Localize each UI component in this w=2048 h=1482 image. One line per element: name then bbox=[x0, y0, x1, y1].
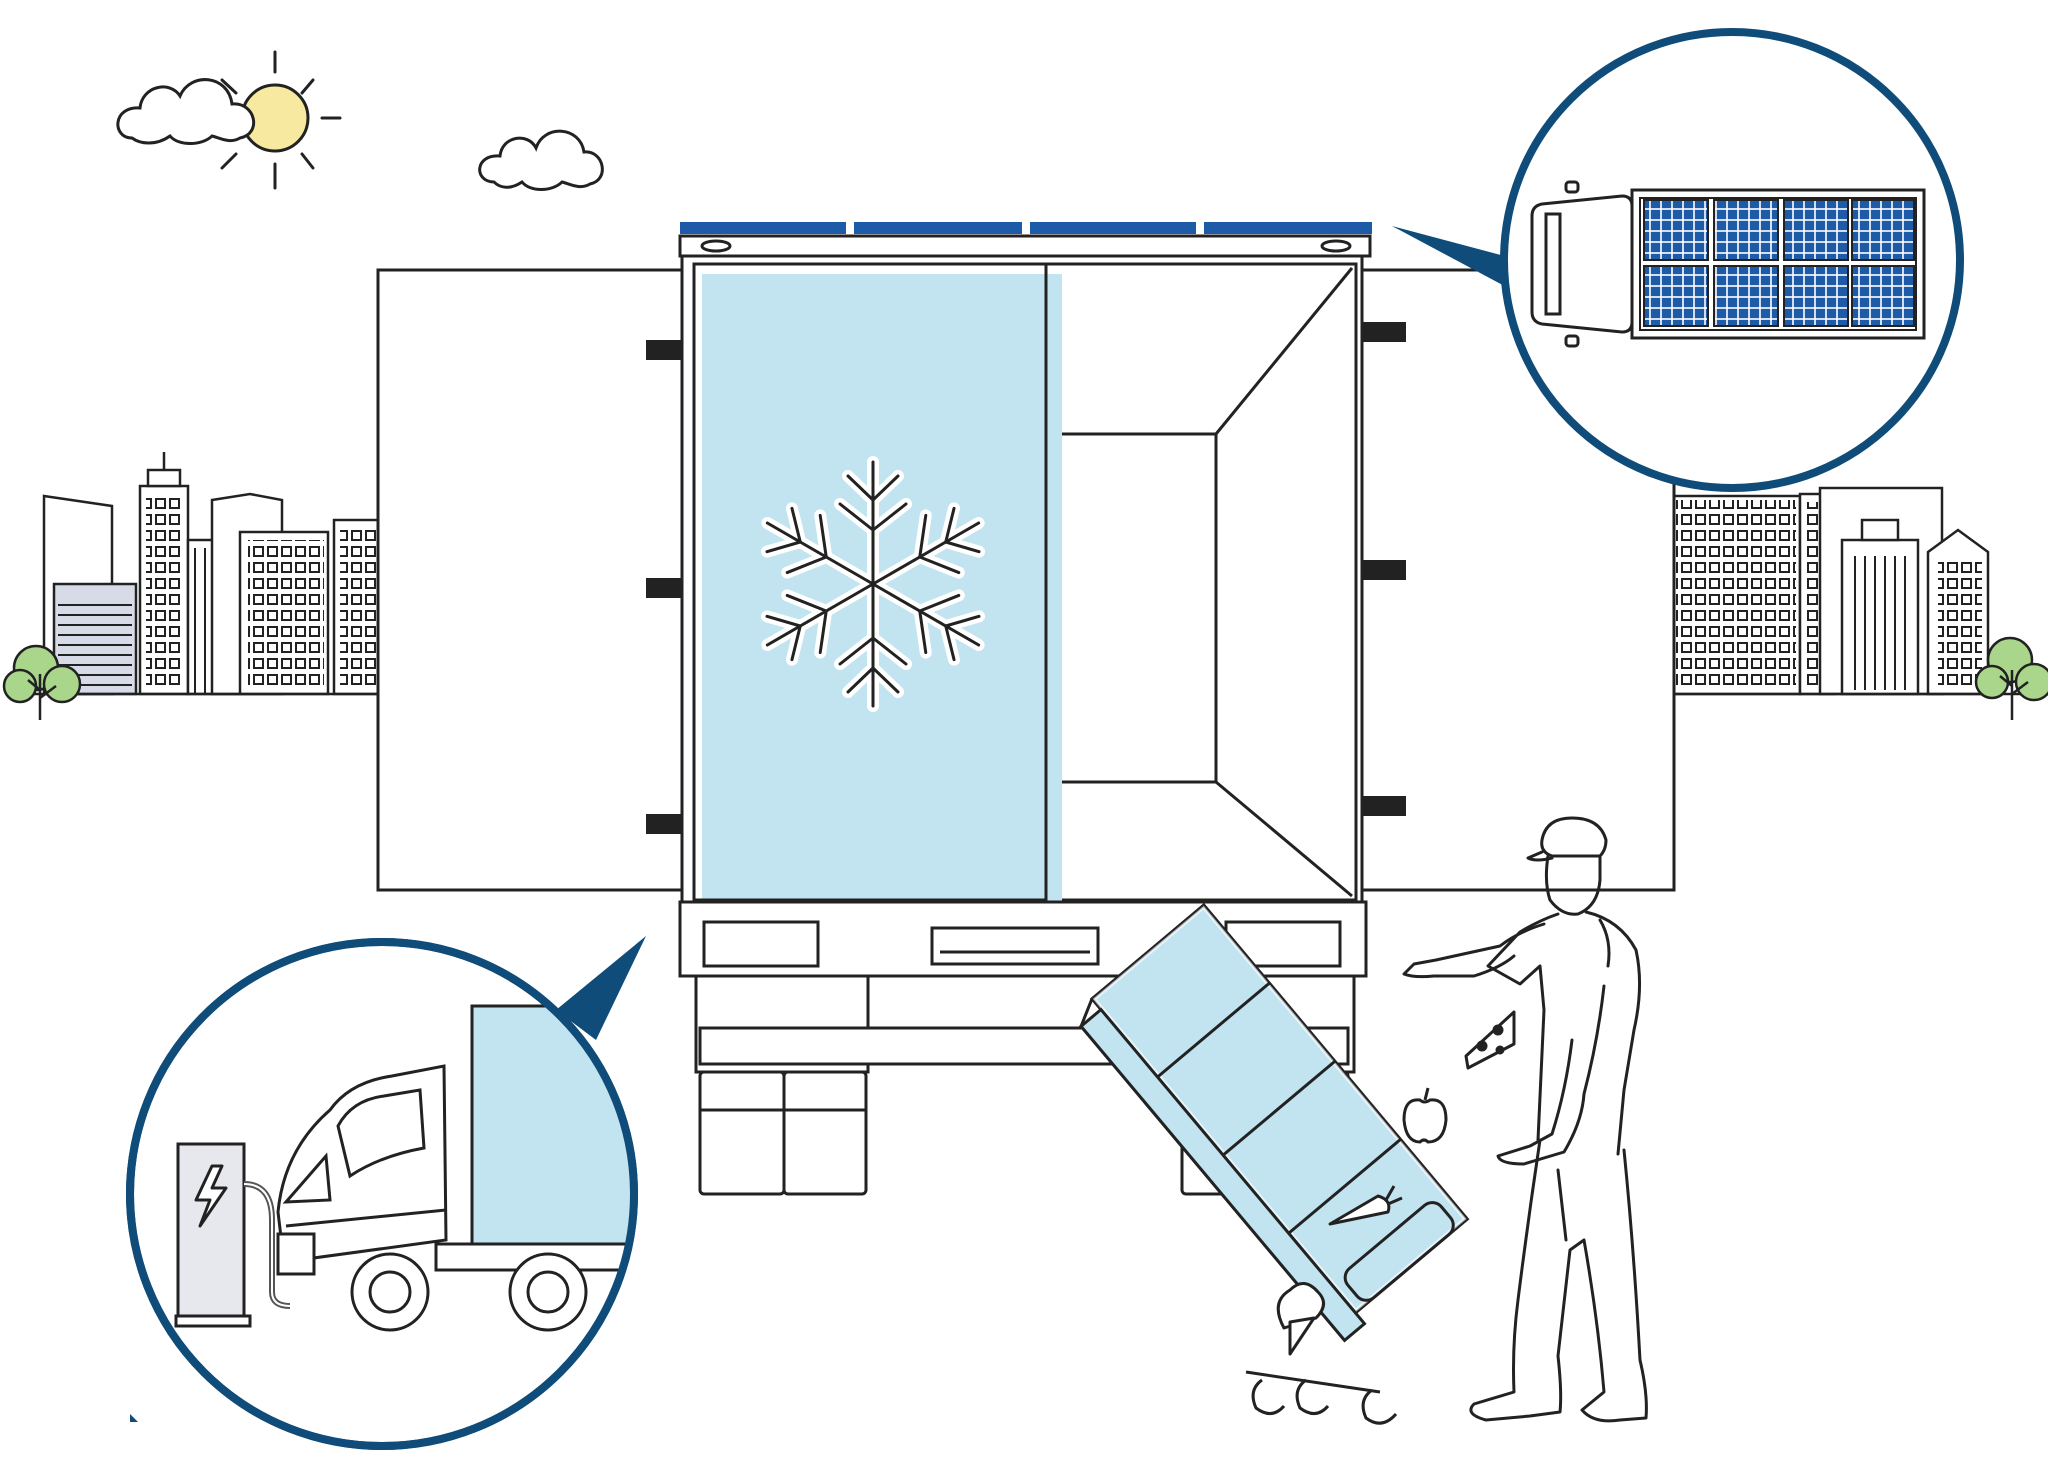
left-city-skyline bbox=[20, 452, 384, 696]
hand-truck-with-boxes bbox=[1078, 902, 1516, 1425]
electric-truck-icon bbox=[276, 1064, 448, 1276]
solar-panel-icon bbox=[1639, 197, 1917, 331]
cloud-icon bbox=[116, 78, 256, 145]
charging-callout bbox=[126, 936, 646, 1450]
solar-roof-callout bbox=[1392, 28, 1964, 492]
lightning-icon bbox=[194, 1164, 228, 1228]
apple-icon bbox=[1402, 1087, 1448, 1144]
tree-icon bbox=[1974, 636, 2048, 720]
solar-panel-icon bbox=[680, 222, 1372, 234]
truck-rear bbox=[376, 222, 1676, 1196]
right-city-skyline bbox=[1670, 486, 2030, 696]
carrot-icon bbox=[1328, 1185, 1403, 1226]
cheese-icon bbox=[1464, 1010, 1516, 1070]
left-open-door bbox=[376, 268, 694, 892]
snowflake-outline bbox=[749, 460, 997, 708]
tree-icon bbox=[2, 644, 82, 720]
sun-icon bbox=[220, 50, 342, 190]
delivery-worker bbox=[1402, 816, 1648, 1423]
cloud-icon bbox=[478, 129, 604, 191]
ice-cream-icon bbox=[1276, 1282, 1325, 1356]
